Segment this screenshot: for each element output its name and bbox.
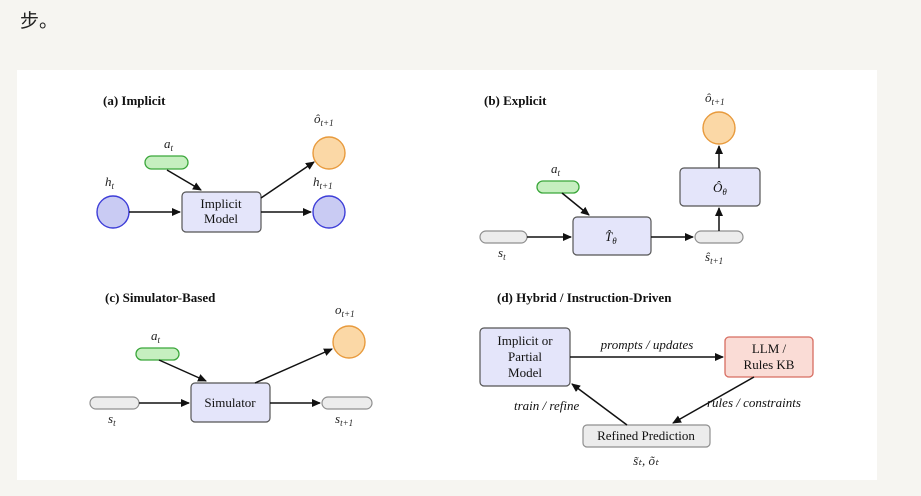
world-model-diagram: (a) Implicit at ht Implicit Model ôt+1 h… (89, 90, 814, 468)
arrow-simulator-to-obs (254, 348, 333, 384)
state-next-pill (321, 396, 373, 410)
edge-label-prompts: prompts / updates (600, 337, 694, 352)
state-next-pill (694, 230, 744, 244)
state-pill (89, 396, 140, 410)
action-pill (536, 180, 580, 194)
action-pill (135, 347, 180, 361)
partial-model-line3: Model (508, 365, 542, 380)
arrow-a-to-model (166, 169, 202, 191)
llm-rules-box (724, 336, 814, 378)
hidden-next-node (312, 195, 346, 229)
observer-box (679, 167, 761, 207)
panel-c-title: (c) Simulator-Based (105, 290, 216, 305)
obs-next-label: ot+1 (335, 302, 355, 319)
hidden-state-label: ht (105, 174, 115, 191)
panel-b-title: (b) Explicit (484, 93, 547, 108)
obs-next-node (702, 111, 736, 145)
action-label: at (164, 136, 174, 153)
edge-label-rules: rules / constraints (707, 395, 801, 410)
state-label: st (498, 245, 506, 262)
top-text: 步。 (20, 10, 59, 32)
figure: (a) Implicit at ht Implicit Model ôt+1 h… (17, 70, 877, 480)
implicit-model-line1: Implicit (200, 196, 242, 211)
action-label: at (151, 328, 161, 345)
hidden-state-node (96, 195, 130, 229)
panel-d-title: (d) Hybrid / Instruction-Driven (497, 290, 672, 305)
partial-model-line1: Implicit or (497, 333, 553, 348)
panel-a: (a) Implicit at ht Implicit Model ôt+1 h… (96, 93, 346, 233)
implicit-model-line2: Model (204, 211, 238, 226)
obs-next-node (332, 325, 366, 359)
refined-prediction-box (582, 424, 711, 448)
partial-model-line2: Partial (508, 349, 542, 364)
hidden-next-label: ht+1 (313, 174, 333, 191)
state-next-label: ŝt+1 (705, 249, 723, 266)
transition-box (572, 216, 652, 256)
transition-label: T̂θ (605, 229, 617, 246)
arrow-a-to-transition (561, 192, 590, 216)
refined-prediction-sub: s̃ₜ, õₜ (633, 453, 660, 468)
action-pill (144, 155, 189, 170)
llm-rules-line1: LLM / (752, 341, 787, 356)
refined-prediction-label: Refined Prediction (597, 428, 695, 443)
simulator-label: Simulator (204, 395, 256, 410)
state-next-label: st+1 (335, 411, 353, 428)
state-pill (479, 230, 528, 244)
arrow-a-to-simulator (158, 359, 207, 382)
obs-next-label: ôt+1 (314, 111, 334, 128)
llm-rules-line2: Rules KB (744, 357, 795, 372)
panel-c: (c) Simulator-Based at st Simulator ot+1… (89, 290, 373, 428)
obs-next-node (312, 136, 346, 170)
edge-label-train: train / refine (514, 398, 579, 413)
state-label: st (108, 411, 116, 428)
arrow-model-to-obs (260, 161, 315, 199)
obs-next-label: ôt+1 (705, 90, 725, 107)
panel-d: (d) Hybrid / Instruction-Driven Implicit… (479, 290, 814, 468)
arrow-rules-constraints (672, 376, 755, 424)
action-label: at (551, 161, 561, 178)
arrow-train-refine (571, 383, 628, 426)
panel-b: (b) Explicit ôt+1 Ôθ at st T̂θ ŝt+1 (479, 90, 761, 266)
panel-a-title: (a) Implicit (103, 93, 166, 108)
observer-label: Ôθ (713, 180, 727, 197)
